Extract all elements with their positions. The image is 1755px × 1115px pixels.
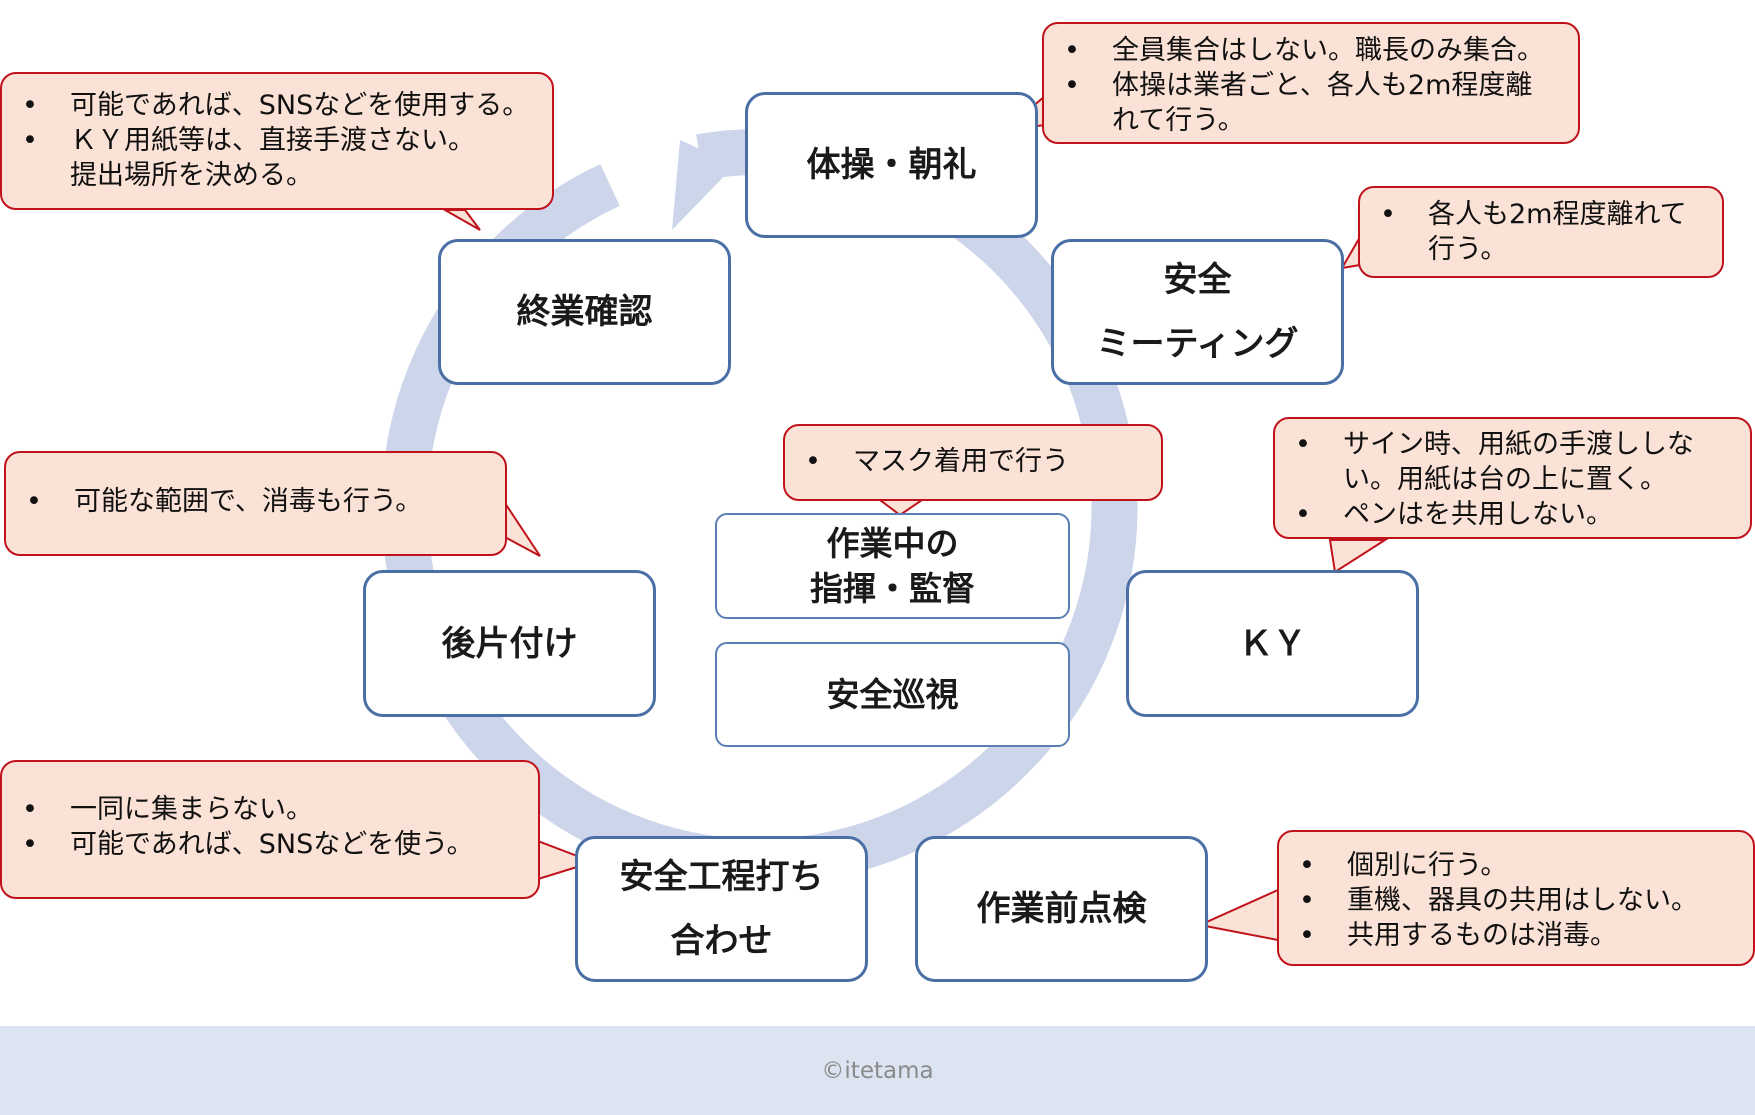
note-cleanup: 可能な範囲で、消毒も行う。 [4, 451, 507, 556]
note-end-of-work-check-item-2: ＫＹ用紙等は、直接手渡さない。 提出場所を決める。 [22, 123, 538, 193]
note-supervision-item-1: マスク着用で行う [805, 444, 1147, 479]
footer-band: ©itetama [0, 1026, 1755, 1115]
note-end-of-work-check-item-1: 可能であれば、SNSなどを使用する。 [22, 88, 538, 123]
center-supervision-line2: 指揮・監督 [810, 569, 975, 608]
step-cleanup-label: 後片付け [441, 623, 578, 664]
center-patrol-label: 安全巡視 [826, 675, 959, 714]
note-ky-item-2: ペンはを共用しない。 [1295, 497, 1736, 532]
note-pre-work-check-item-1: 個別に行う。 [1299, 848, 1739, 883]
step-safety-meeting-line1: 安全 [1163, 260, 1232, 300]
step-ky-label: ＫＹ [1238, 623, 1307, 664]
step-safety-meeting-line2: ミーティング [1096, 324, 1299, 364]
note-ky: サイン時、用紙の手渡ししな い。用紙は台の上に置く。 ペンはを共用しない。 [1273, 417, 1752, 539]
step-choreo-label: 体操・朝礼 [806, 145, 977, 185]
note-supervision: マスク着用で行う [783, 424, 1163, 501]
note-safety-schedule: 一同に集まらない。 可能であれば、SNSなどを使う。 [0, 760, 540, 899]
step-end-of-work-check-label: 終業確認 [516, 292, 653, 332]
note-safety-schedule-item-1: 一同に集まらない。 [22, 792, 524, 827]
note-pre-work-check-item-2: 重機、器具の共用はしない。 [1299, 883, 1739, 918]
step-pre-work-check: 作業前点検 [915, 836, 1208, 982]
step-pre-work-check-label: 作業前点検 [976, 889, 1147, 929]
step-choreo-morning-meeting: 体操・朝礼 [745, 92, 1038, 238]
step-safety-meeting: 安全 ミーティング [1051, 239, 1344, 385]
note-pre-work-check-item-3: 共用するものは消毒。 [1299, 918, 1739, 953]
step-safety-schedule-line1: 安全工程打ち [619, 857, 824, 897]
step-ky: ＫＹ [1126, 570, 1419, 717]
center-supervision-line1: 作業中の [826, 524, 959, 563]
step-safety-schedule-meeting: 安全工程打ち 合わせ [575, 836, 868, 982]
step-end-of-work-check: 終業確認 [438, 239, 731, 385]
step-cleanup: 後片付け [363, 570, 656, 717]
note-safety-meeting-item-1: 各人も2m程度離れて 行う。 [1380, 197, 1708, 267]
note-choreo: 全員集合はしない。職長のみ集合。 体操は業者ごと、各人も2m程度離 れて行う。 [1042, 22, 1580, 144]
center-patrol-box: 安全巡視 [715, 642, 1070, 747]
note-end-of-work-check: 可能であれば、SNSなどを使用する。 ＫＹ用紙等は、直接手渡さない。 提出場所を… [0, 72, 554, 210]
note-ky-item-1: サイン時、用紙の手渡ししな い。用紙は台の上に置く。 [1295, 427, 1736, 497]
copyright-text: ©itetama [821, 1057, 934, 1084]
note-cleanup-item-1: 可能な範囲で、消毒も行う。 [26, 484, 491, 519]
note-safety-schedule-item-2: 可能であれば、SNSなどを使う。 [22, 827, 524, 862]
note-safety-meeting: 各人も2m程度離れて 行う。 [1358, 186, 1724, 278]
note-choreo-item-2: 体操は業者ごと、各人も2m程度離 れて行う。 [1064, 68, 1564, 138]
cycle-arrow-head [672, 140, 735, 230]
note-choreo-item-1: 全員集合はしない。職長のみ集合。 [1064, 33, 1564, 68]
step-safety-schedule-line2: 合わせ [670, 921, 773, 961]
note-pre-work-check: 個別に行う。 重機、器具の共用はしない。 共用するものは消毒。 [1277, 830, 1755, 966]
center-supervision-box: 作業中の 指揮・監督 [715, 513, 1070, 619]
